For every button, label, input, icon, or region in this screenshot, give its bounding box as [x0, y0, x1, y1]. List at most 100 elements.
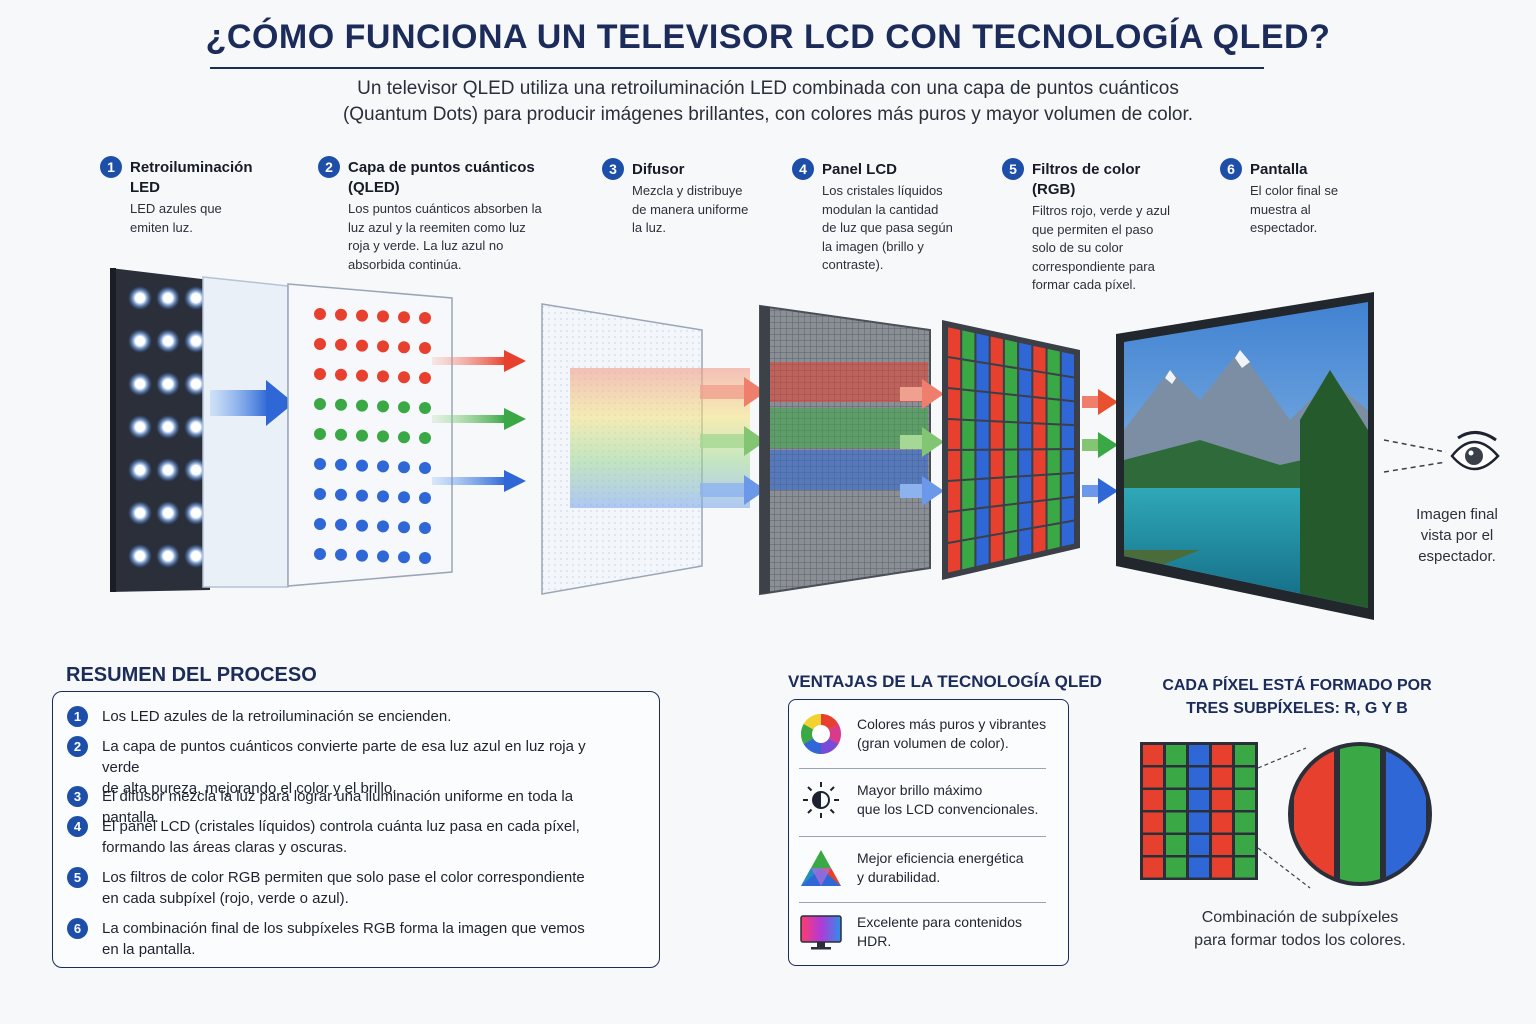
summary-text: La capa de puntos cuánticos convierte pa…: [102, 738, 586, 797]
subpixel-cell: [1212, 790, 1232, 810]
filter-grid-line: [947, 418, 1077, 427]
quantum-dot: [398, 521, 410, 534]
blue-light-arrow: [900, 476, 944, 506]
subpixel-cell: [1143, 835, 1163, 855]
step-number-badge: 4: [792, 158, 814, 180]
step-number-badge: 3: [602, 158, 624, 180]
quantum-dot: [377, 400, 389, 413]
light-guide-sheet: [202, 276, 289, 588]
quantum-dot: [419, 522, 431, 534]
subpixel-cell: [1166, 767, 1186, 788]
subpixel-cell: [1235, 767, 1255, 788]
summary-number-badge: 5: [67, 867, 88, 888]
summary-number-badge: 4: [67, 816, 88, 837]
subpixel-cell: [1212, 767, 1232, 788]
quantum-dot: [314, 488, 326, 500]
step-title: Filtros de color(RGB): [1032, 161, 1141, 198]
quantum-dot: [314, 518, 326, 530]
subpixel-cell: [1235, 835, 1255, 855]
subpixel-cell: [1143, 745, 1163, 765]
quantum-dot: [335, 428, 347, 441]
quantum-dot: [314, 308, 326, 320]
subpixel-cell: [1143, 790, 1163, 810]
led-light: [191, 336, 201, 346]
zoom-line: [1257, 747, 1307, 769]
blue-light-arrow: [432, 470, 526, 492]
quantum-dot: [419, 492, 431, 504]
quantum-dot: [335, 458, 347, 471]
quantum-dot: [335, 308, 347, 321]
qled-layers-diagram: [110, 268, 1500, 620]
filter-grid-line: [947, 471, 1077, 482]
rgb-triangle-icon: [801, 850, 841, 886]
quantum-dot: [398, 341, 410, 354]
quantum-dot: [356, 459, 368, 472]
hdr-monitor-icon: [800, 915, 842, 950]
quantum-dot: [335, 488, 347, 501]
step-number-badge: 5: [1002, 158, 1024, 180]
quantum-dot: [377, 340, 389, 353]
quantum-dot: [377, 430, 389, 443]
summary-number-badge: 6: [67, 918, 88, 939]
led-light: [191, 508, 201, 518]
subpixel-cell: [1189, 767, 1209, 788]
divider: [799, 902, 1046, 903]
step-title: Difusor: [632, 161, 685, 178]
quantum-dot: [356, 519, 368, 532]
quantum-dot: [314, 428, 326, 440]
led-light: [191, 422, 201, 432]
subpixel-cell: [1189, 835, 1209, 855]
subpixel-cell: [1235, 745, 1255, 765]
magnified-pixel: [1288, 742, 1432, 886]
blue-light-arrow: [1082, 478, 1118, 504]
subpixel-cell: [1235, 812, 1255, 833]
filter-grid-line: [947, 356, 1077, 379]
summary-text: El panel LCD (cristales líquidos) contro…: [102, 818, 580, 856]
green-light-arrow: [700, 426, 766, 456]
green-light-arrow: [432, 408, 526, 430]
quantum-dot: [356, 489, 368, 502]
quantum-dot: [335, 398, 347, 411]
subpixel-cell: [1212, 745, 1232, 765]
quantum-dot: [356, 369, 368, 382]
quantum-dot: [314, 548, 326, 560]
summary-number-badge: 3: [67, 786, 88, 807]
subpixel-cell: [1189, 812, 1209, 833]
quantum-dot: [314, 398, 326, 410]
viewer-eye: [1383, 431, 1500, 473]
advantages-box: Colores más puros y vibrantes(gran volum…: [788, 699, 1069, 966]
step-2-label: 2 Capa de puntos cuánticos(QLED) Los pun…: [318, 156, 542, 274]
quantum-dot: [377, 460, 389, 473]
quantum-dot: [419, 402, 431, 414]
quantum-dot: [377, 490, 389, 503]
intro-line: (Quantum Dots) para producir imágenes br…: [342, 104, 1194, 125]
subpixel-cell: [1143, 812, 1163, 833]
quantum-dot-panel: [287, 283, 453, 587]
led-light: [163, 379, 173, 389]
filter-grid-line: [947, 519, 1077, 544]
quantum-dot: [398, 311, 410, 324]
led-light: [163, 551, 173, 561]
quantum-dot: [419, 462, 431, 474]
step-number-badge: 1: [100, 156, 122, 178]
led-light: [135, 465, 145, 475]
quantum-dot: [356, 399, 368, 412]
led-light: [191, 293, 201, 303]
led-light: [135, 379, 145, 389]
quantum-dot: [419, 552, 431, 564]
quantum-dot: [398, 491, 410, 504]
red-light-arrow: [432, 350, 526, 372]
